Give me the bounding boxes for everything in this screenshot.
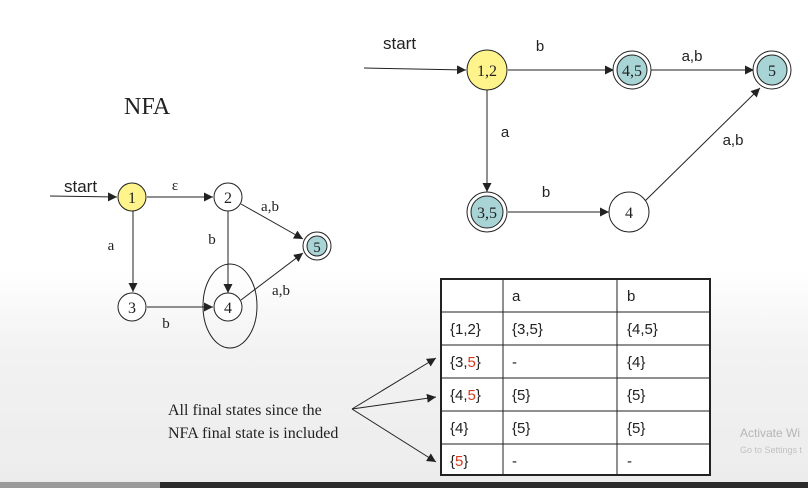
table-row-5-state: {5}: [450, 453, 468, 470]
dfa-state-1-2-label: 1,2: [477, 63, 497, 80]
nfa-state-4: 4: [213, 292, 243, 322]
dfa-state-4-5-label: 4,5: [622, 63, 642, 80]
annotation-arrow-row-2: [351, 357, 437, 410]
table-row: {4} {5} {5}: [450, 420, 645, 437]
nfa-start-arrow: [49, 192, 118, 202]
table-header-b: b: [627, 288, 635, 305]
nfa-edge-3-4-label: b: [162, 316, 170, 332]
table-row-5-a: -: [512, 453, 517, 470]
nfa-start-label: start: [64, 177, 97, 196]
dfa-state-3-5-final: 3,5: [466, 191, 508, 233]
dfa-state-3-5-label: 3,5: [477, 205, 497, 222]
dfa-state-5-label: 5: [768, 63, 776, 80]
table-row-3-state: {4,5}: [450, 387, 481, 404]
dfa-state-4-5-final: 4,5: [612, 50, 652, 90]
table-row: {3,5} - {4}: [450, 354, 645, 371]
dfa-state-5-final: 5: [752, 50, 792, 90]
transition-table: a b {1,2} {3,5} {4,5} {3,5} - {4} {4,5} …: [440, 278, 711, 476]
dfa-edge-35-4-label: b: [542, 184, 550, 201]
table-row-2-b: {4}: [627, 354, 645, 371]
annotation-line-2: NFA final state is included: [168, 425, 338, 442]
nfa-edge-1-2-label: ε: [172, 178, 178, 194]
nfa-edge-2-5: [240, 203, 304, 240]
nfa-state-4-highlight-ellipse: [202, 263, 258, 349]
dfa-start-label: start: [383, 34, 416, 53]
table-row-3-a: {5}: [512, 387, 530, 404]
nfa-edge-4-5: [240, 252, 304, 301]
table-row-4-b: {5}: [627, 420, 645, 437]
nfa-state-2-label: 2: [224, 190, 232, 207]
table-header-a: a: [512, 288, 521, 305]
nfa-state-1-label: 1: [128, 190, 136, 207]
dfa-edge-45-5-label: a,b: [682, 48, 703, 65]
table-row-4-state: {4}: [450, 420, 468, 437]
table-row-1-b: {4,5}: [627, 321, 658, 338]
dfa-edge-4-5-label: a,b: [723, 132, 744, 149]
nfa-state-3: 3: [117, 292, 147, 322]
nfa-edge-2-4-label: b: [208, 232, 216, 248]
nfa-edge-4-5-label: a,b: [272, 283, 290, 299]
activate-windows-watermark-subtitle: Go to Settings t: [740, 445, 803, 455]
nfa-state-2: 2: [213, 182, 243, 212]
table-row-3-b: {5}: [627, 387, 645, 404]
nfa-edge-2-5-label: a,b: [261, 199, 279, 215]
table-row-5-b: -: [627, 453, 632, 470]
table-row: {1,2} {3,5} {4,5}: [450, 321, 658, 338]
nfa-state-5-label: 5: [313, 240, 321, 256]
dfa-state-1-2: 1,2: [466, 49, 508, 91]
table-row-2-a: -: [512, 354, 517, 371]
taskbar-strip-highlight: [0, 482, 160, 488]
dfa-start-arrow: [363, 65, 467, 75]
dfa-state-4: 4: [608, 191, 650, 233]
dfa-state-4-label: 4: [625, 205, 633, 222]
activate-windows-watermark-title: Activate Wi: [740, 426, 800, 440]
nfa-state-4-label: 4: [224, 300, 232, 317]
table-row-1-state: {1,2}: [450, 321, 481, 338]
table-row-4-a: {5}: [512, 420, 530, 437]
annotation-line-1: All final states since the: [168, 402, 322, 419]
table-row-2-state: {3,5}: [450, 354, 481, 371]
taskbar-strip: [0, 482, 808, 488]
dfa-edge-4-5: [644, 87, 761, 202]
table-row: {5} - -: [450, 453, 632, 470]
annotation-arrow-row-3: [351, 393, 437, 410]
table-row: {4,5} {5} {5}: [450, 387, 645, 404]
nfa-state-5-final: 5: [302, 231, 332, 261]
annotation-arrow-row-5: [351, 408, 437, 463]
nfa-edge-1-3-label: a: [108, 238, 115, 254]
nfa-title: NFA: [124, 94, 171, 120]
nfa-state-3-label: 3: [128, 300, 136, 317]
dfa-edge-12-35-label: a: [501, 124, 510, 141]
table-row-1-a: {3,5}: [512, 321, 543, 338]
dfa-edge-12-45-label: b: [536, 38, 544, 55]
nfa-state-1: 1: [117, 182, 147, 212]
